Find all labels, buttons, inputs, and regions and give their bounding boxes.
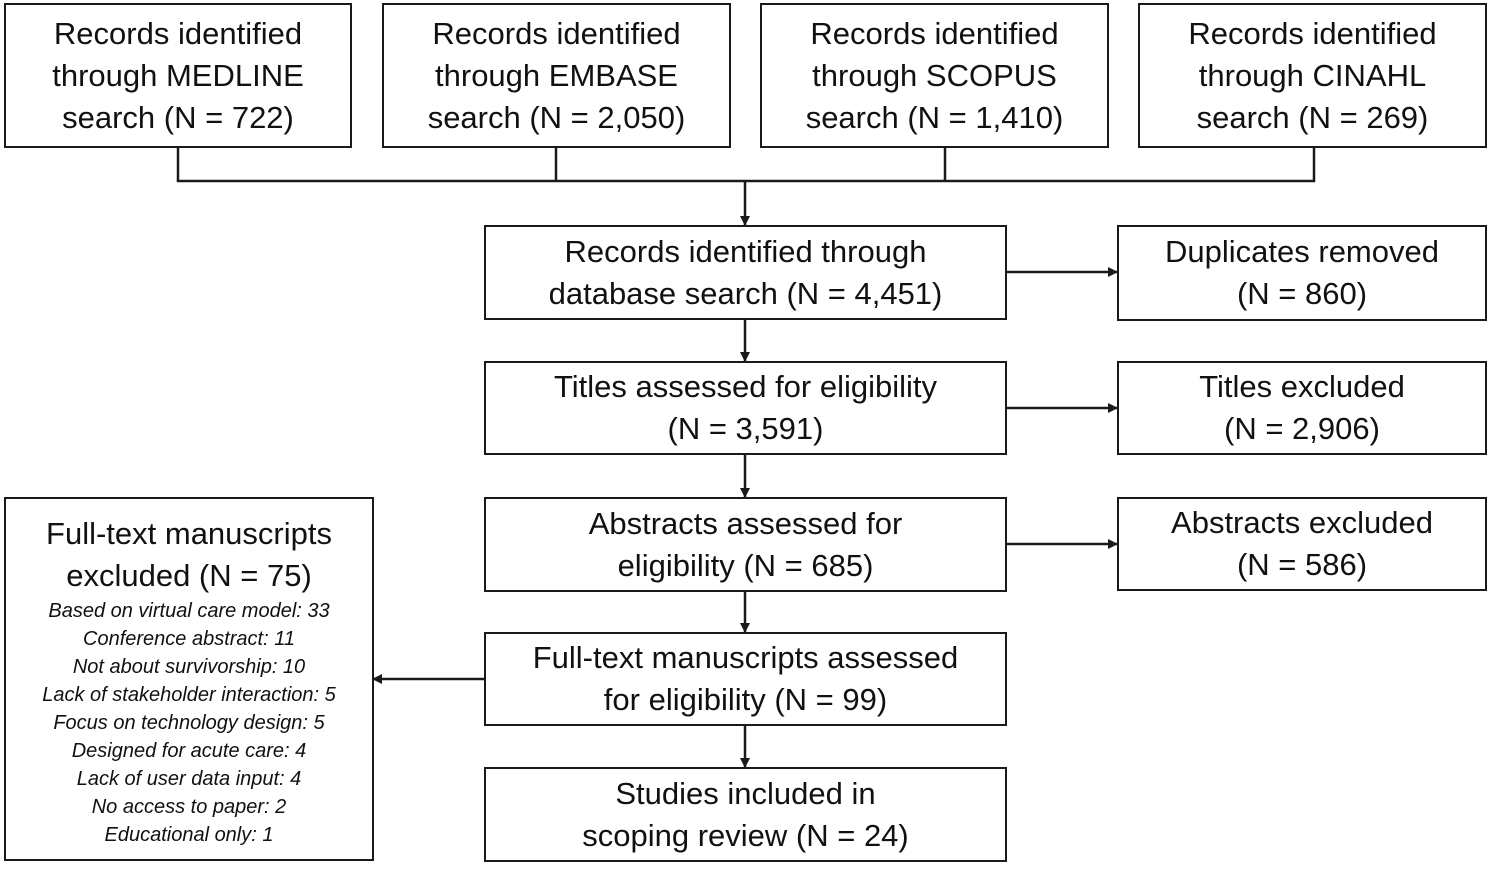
box-line: Titles assessed for eligibility xyxy=(553,369,938,404)
box-line: search (N = 722) xyxy=(62,99,294,135)
box-line: through EMBASE xyxy=(435,57,678,93)
exclusion-reason: No access to paper: 2 xyxy=(91,796,287,818)
scopus-records-box: Records identified through SCOPUS search… xyxy=(760,3,1109,148)
box-line: Records identified xyxy=(53,15,303,51)
exclusion-reason: Focus on technology design: 5 xyxy=(53,712,325,734)
box-line: through CINAHL xyxy=(1198,57,1427,93)
titles-assessed-box: Titles assessed for eligibility (N = 3,5… xyxy=(484,361,1007,455)
box-line: Records identified xyxy=(810,15,1059,51)
box-line: Titles excluded xyxy=(1199,369,1405,404)
medline-records-box: Records identified through MEDLINE searc… xyxy=(4,3,352,148)
box-line: scoping review (N = 24) xyxy=(582,817,909,853)
box-line: Records identified xyxy=(1188,15,1437,51)
titles-excluded-box: Titles excluded (N = 2,906) xyxy=(1117,361,1487,455)
abstracts-excluded-box: Abstracts excluded (N = 586) xyxy=(1117,497,1487,591)
fulltext-assessed-box: Full-text manuscripts assessed for eligi… xyxy=(484,632,1007,726)
box-line: Duplicates removed xyxy=(1165,234,1439,269)
box-line: (N = 3,591) xyxy=(667,411,824,446)
exclusion-reason: Not about survivorship: 10 xyxy=(72,656,306,678)
box-line: Records identified xyxy=(432,15,681,51)
duplicates-removed-box: Duplicates removed (N = 860) xyxy=(1117,225,1487,321)
box-line: eligibility (N = 685) xyxy=(617,547,874,583)
box-line: for eligibility (N = 99) xyxy=(603,682,888,717)
box-line: Full-text manuscripts assessed xyxy=(532,640,959,675)
exclusion-reason: Lack of user data input: 4 xyxy=(76,768,302,790)
abstracts-assessed-box: Abstracts assessed for eligibility (N = … xyxy=(484,497,1007,592)
studies-included-box: Studies included in scoping review (N = … xyxy=(484,767,1007,862)
box-line: Records identified through xyxy=(564,233,927,269)
cinahl-records-box: Records identified through CINAHL search… xyxy=(1138,3,1487,148)
exclusion-reason: Conference abstract: 11 xyxy=(83,628,295,650)
box-line: excluded (N = 75) xyxy=(66,558,312,593)
exclusion-reason: Lack of stakeholder interaction: 5 xyxy=(42,684,336,706)
fulltext-excluded-box: Full-text manuscripts excluded (N = 75) … xyxy=(4,497,374,861)
box-line: search (N = 269) xyxy=(1196,99,1429,135)
database-records-box: Records identified through database sear… xyxy=(484,225,1007,320)
box-line: through SCOPUS xyxy=(812,57,1057,93)
embase-records-box: Records identified through EMBASE search… xyxy=(382,3,731,148)
box-line: Abstracts assessed for xyxy=(588,505,903,541)
box-line: search (N = 1,410) xyxy=(805,99,1064,135)
box-line: (N = 586) xyxy=(1236,547,1368,582)
box-line: through MEDLINE xyxy=(52,57,304,93)
exclusion-reason: Designed for acute care: 4 xyxy=(71,740,307,762)
box-line: Abstracts excluded xyxy=(1171,505,1433,540)
box-line: Studies included in xyxy=(615,775,876,811)
box-line: (N = 860) xyxy=(1236,276,1368,311)
box-line: database search (N = 4,451) xyxy=(548,275,943,311)
box-line: Full-text manuscripts xyxy=(46,516,332,551)
box-line: search (N = 2,050) xyxy=(427,99,686,135)
exclusion-reason: Educational only: 1 xyxy=(104,824,274,846)
box-line: (N = 2,906) xyxy=(1224,411,1380,446)
exclusion-reason: Based on virtual care model: 33 xyxy=(48,600,330,622)
